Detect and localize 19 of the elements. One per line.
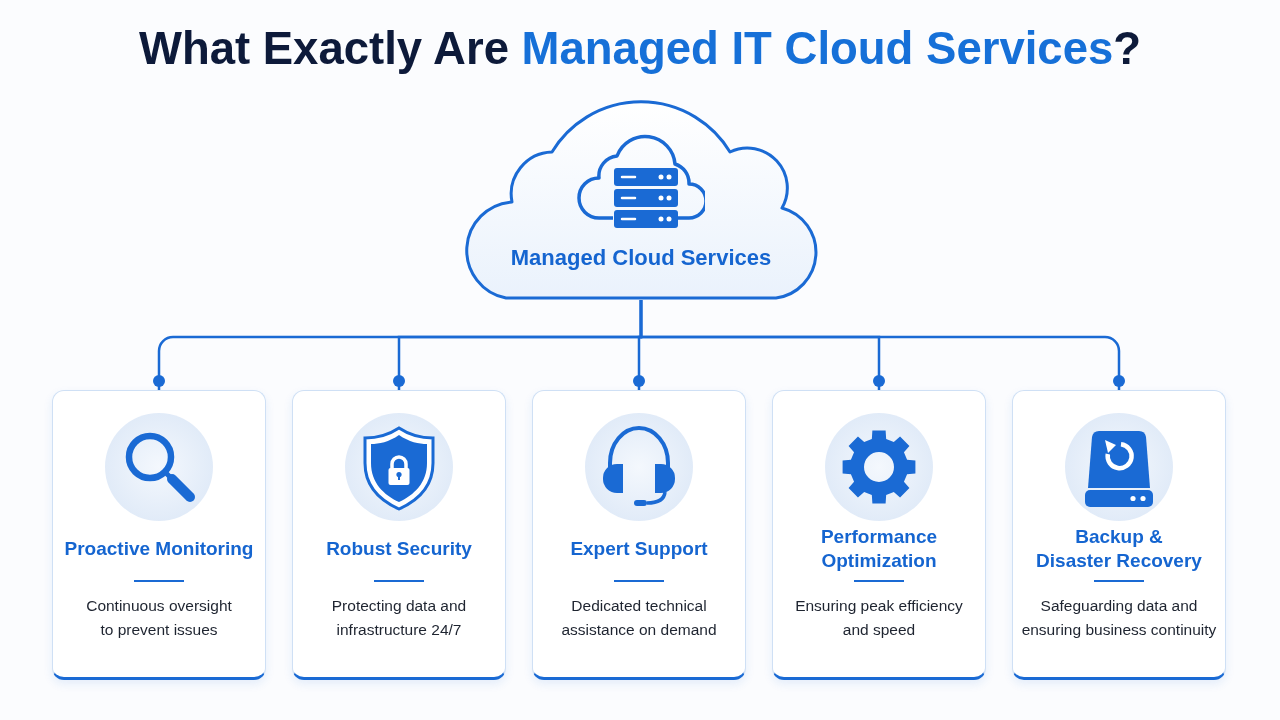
card-title: Proactive Monitoring bbox=[64, 537, 254, 561]
card-title: Backup & Disaster Recovery bbox=[1035, 525, 1203, 573]
card-description: Ensuring peak efficiency and speed bbox=[794, 596, 964, 640]
service-card bbox=[1012, 390, 1226, 680]
card-description: Safeguarding data and ensuring business continuity bbox=[1021, 596, 1217, 640]
card-description: Protecting data and infrastructure 24/7 bbox=[331, 596, 467, 640]
title: What Exactly Are Managed IT Cloud Services? bbox=[138, 22, 1142, 76]
service-card bbox=[772, 390, 986, 680]
service-card bbox=[292, 390, 506, 680]
card-title: Robust Security bbox=[325, 537, 473, 561]
service-card bbox=[52, 390, 266, 680]
cloud-shape bbox=[462, 100, 820, 300]
card-title: Expert Support bbox=[569, 537, 709, 561]
card-description: Dedicated technical assistance on demand bbox=[560, 596, 718, 640]
node-label: Managed Cloud Services bbox=[510, 244, 772, 272]
service-card bbox=[532, 390, 746, 680]
card-title: Performance Optimization bbox=[820, 525, 938, 573]
card-description: Continuous oversight to prevent issues bbox=[85, 596, 233, 640]
connector-line bbox=[639, 300, 1125, 390]
